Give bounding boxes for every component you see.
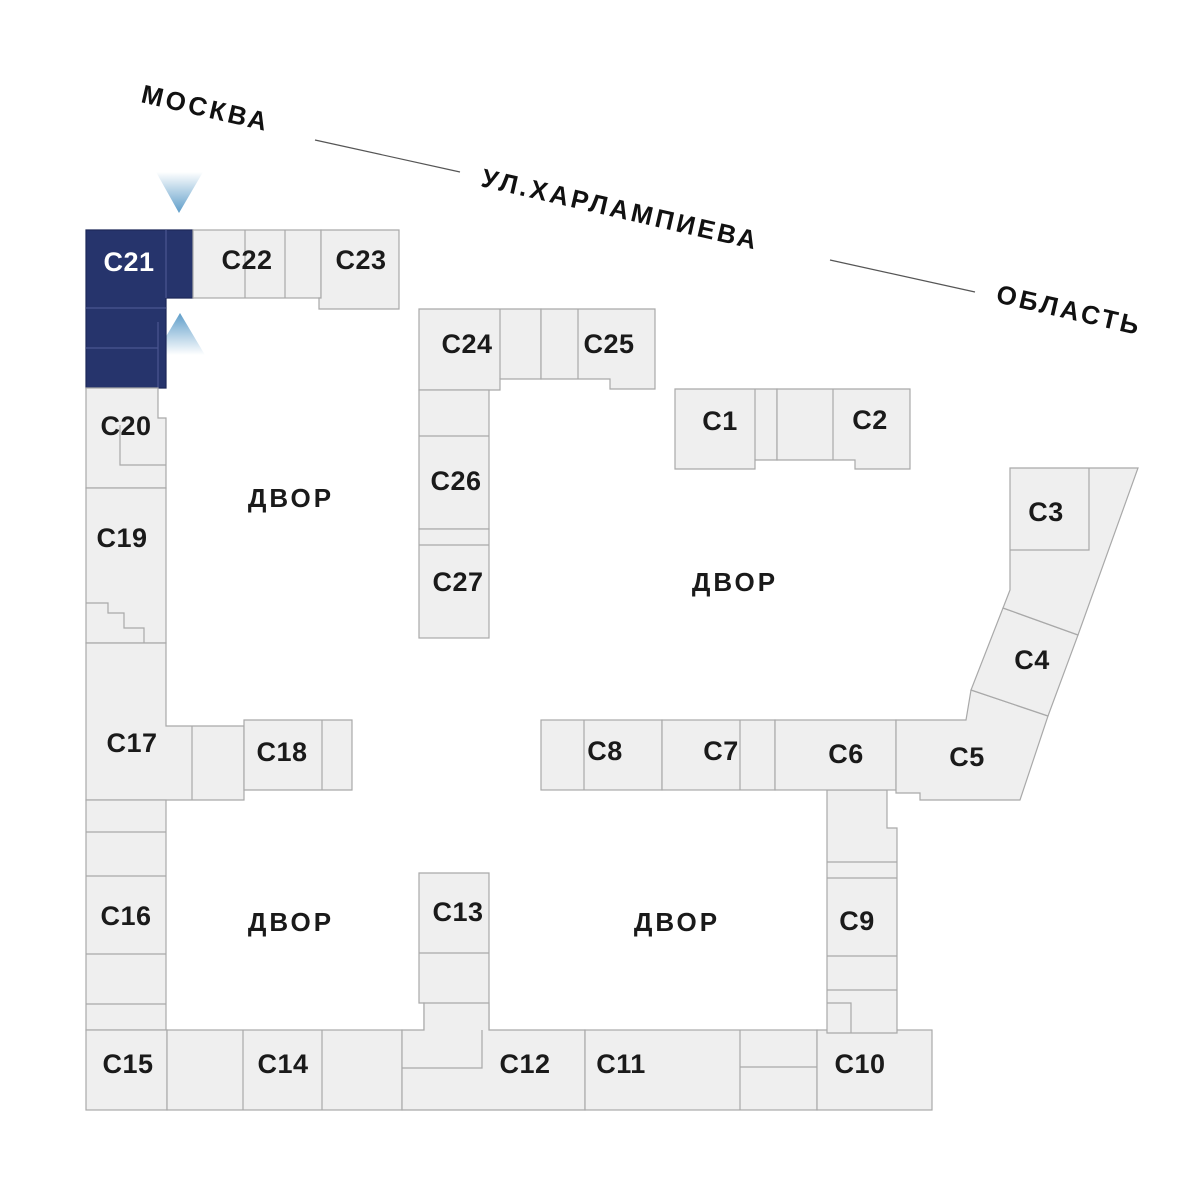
section-c15[interactable]: С15 xyxy=(85,1029,168,1111)
region-label: ОБЛАСТЬ xyxy=(994,279,1145,342)
section-c2[interactable]: С2 xyxy=(776,388,911,470)
road-line xyxy=(829,259,976,293)
section-c27[interactable]: С27 xyxy=(418,528,490,639)
courtyard-label: ДВОР xyxy=(248,907,334,937)
section-label: С21 xyxy=(103,247,154,277)
section-label: С1 xyxy=(702,406,738,436)
section-c9[interactable]: С9 xyxy=(826,789,898,1034)
section-c16[interactable]: С16 xyxy=(85,799,167,1031)
section-label: С8 xyxy=(587,736,623,766)
section-c17[interactable]: С17 xyxy=(85,642,245,801)
section-label: С24 xyxy=(441,329,492,359)
section-label: С11 xyxy=(596,1049,646,1079)
section-c10[interactable]: С10 xyxy=(816,1029,933,1111)
section-label: С4 xyxy=(1014,645,1050,675)
section-label: С27 xyxy=(432,567,483,597)
section-label: С6 xyxy=(828,739,864,769)
section-c14[interactable]: С14 xyxy=(166,1029,403,1111)
section-c20[interactable]: С20 xyxy=(85,387,167,489)
section-label: С25 xyxy=(583,329,634,359)
section-label: С10 xyxy=(834,1049,885,1079)
section-label: С23 xyxy=(335,245,386,275)
section-label: С22 xyxy=(221,245,272,275)
section-label: С16 xyxy=(100,901,151,931)
street-label: МОСКВА УЛ.ХАРЛАМПИЕВА ОБЛАСТЬ xyxy=(139,79,1145,342)
section-label: С7 xyxy=(703,736,739,766)
section-label: С2 xyxy=(852,405,888,435)
section-c11[interactable]: С11 xyxy=(584,1029,818,1111)
section-label: С5 xyxy=(949,742,985,772)
section-c26[interactable]: С26 xyxy=(418,389,490,530)
section-c18[interactable]: С18 xyxy=(243,719,353,791)
entrance-arrow-up-icon xyxy=(155,313,205,355)
courtyard-label: ДВОР xyxy=(634,907,720,937)
section-c5[interactable]: С5 xyxy=(895,689,1049,801)
section-c3[interactable]: С3 xyxy=(1002,467,1139,636)
section-label: С14 xyxy=(257,1049,308,1079)
section-c24[interactable]: С24 xyxy=(418,308,542,391)
section-label: С17 xyxy=(106,728,157,758)
section-label: С18 xyxy=(256,737,307,767)
courtyard-label: ДВОР xyxy=(248,483,334,513)
section-label: С12 xyxy=(499,1049,550,1079)
road-line xyxy=(314,139,461,173)
section-c13[interactable]: С13 xyxy=(418,872,490,1031)
section-c6[interactable]: С6 xyxy=(774,719,897,791)
section-label: С20 xyxy=(100,411,151,441)
section-c21[interactable]: С21 xyxy=(85,229,194,389)
section-c23[interactable]: С23 xyxy=(318,229,400,310)
street-name-label: УЛ.ХАРЛАМПИЕВА xyxy=(479,163,763,256)
section-c4[interactable]: С4 xyxy=(970,607,1079,717)
section-c1[interactable]: С1 xyxy=(674,388,778,470)
courtyard-label: ДВОР xyxy=(692,567,778,597)
section-label: С13 xyxy=(432,897,483,927)
section-c7[interactable]: С7 xyxy=(661,719,776,791)
section-label: С9 xyxy=(839,906,875,936)
section-c12[interactable]: С12 xyxy=(401,1002,586,1111)
section-label: С15 xyxy=(102,1049,153,1079)
section-c19[interactable]: С19 xyxy=(85,487,167,644)
entrance-arrow-down-icon xyxy=(156,172,203,213)
section-c22[interactable]: С22 xyxy=(192,229,322,299)
section-label: С26 xyxy=(430,466,481,496)
section-label: С19 xyxy=(96,523,147,553)
section-c25[interactable]: С25 xyxy=(540,308,656,390)
section-label: С3 xyxy=(1028,497,1064,527)
city-label: МОСКВА xyxy=(139,79,273,138)
section-c8[interactable]: С8 xyxy=(540,719,663,791)
